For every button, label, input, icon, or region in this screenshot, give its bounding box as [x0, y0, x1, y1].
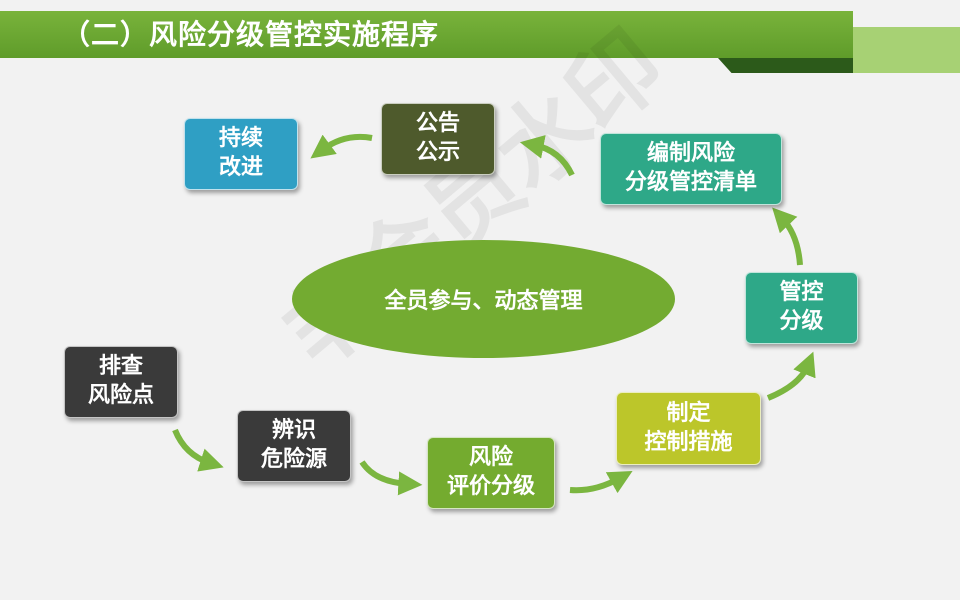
- center-label: 全员参与、动态管理: [384, 289, 583, 314]
- step-list-label: 编制风险 分级管控清单: [624, 141, 757, 195]
- step-control-label: 管控 分级: [779, 280, 824, 334]
- step-evaluate: 风险 评价分级: [427, 437, 555, 509]
- step-evaluate-label: 风险 评价分级: [446, 445, 535, 499]
- step-improve-label: 持续 改进: [218, 126, 263, 180]
- arrow-list-to-publish: [519, 135, 575, 177]
- arrow-publish-to-improve: [310, 133, 373, 159]
- step-identify: 辨识 危险源: [237, 410, 351, 482]
- step-investigate: 排查 风险点: [64, 346, 178, 418]
- title-accent-bar: [853, 27, 960, 73]
- arrow-identify-to-evaluate: [359, 460, 423, 496]
- step-investigate-label: 排查 风险点: [87, 354, 154, 408]
- page-title: （二）风险分级管控实施程序: [62, 18, 440, 51]
- arrow-control-to-list: [772, 207, 803, 266]
- step-list: 编制风险 分级管控清单: [600, 133, 782, 205]
- step-identify-label: 辨识 危险源: [260, 418, 327, 472]
- center-ellipse: 全员参与、动态管理: [292, 240, 675, 358]
- step-publish: 公告 公示: [381, 103, 495, 175]
- arrow-measures-to-control: [766, 351, 816, 401]
- step-improve: 持续 改进: [184, 118, 298, 190]
- title-shadow-bar: [718, 58, 853, 73]
- step-measures-label: 制定 控制措施: [644, 400, 733, 455]
- title-bar: [0, 11, 853, 58]
- step-measures: 制定 控制措施: [616, 392, 761, 465]
- step-publish-label: 公告 公示: [415, 111, 460, 165]
- arrow-investigate-to-identify: [172, 428, 224, 472]
- step-control: 管控 分级: [745, 272, 858, 344]
- arrow-evaluate-to-measures: [569, 470, 633, 494]
